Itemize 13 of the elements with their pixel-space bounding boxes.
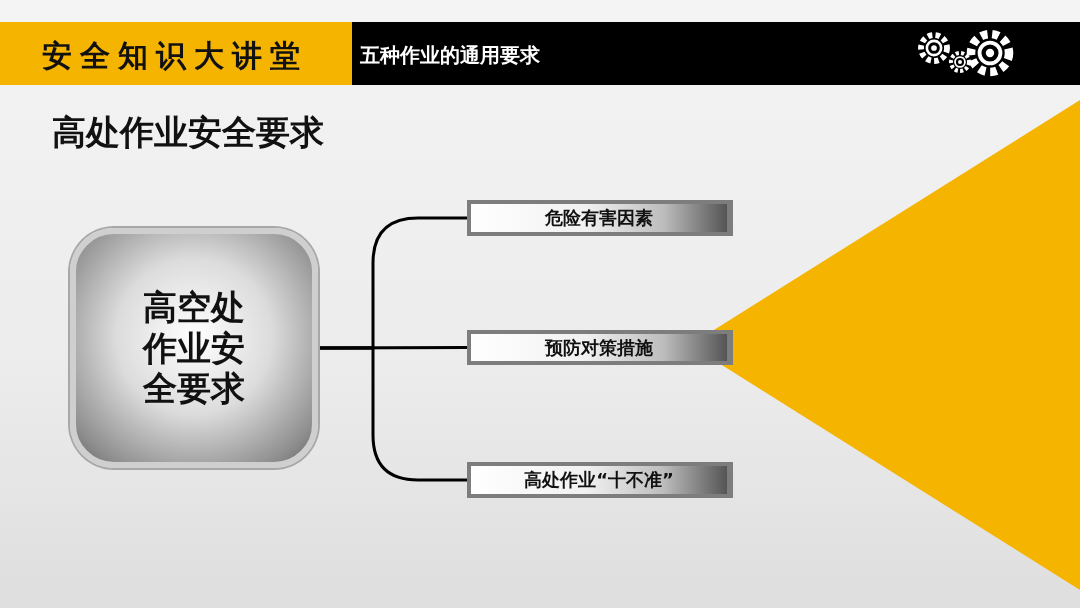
bracket-connector xyxy=(318,346,467,482)
section-title: 五种作业的通用要求 xyxy=(360,42,540,69)
node-text: 高处作业“十不准” xyxy=(524,468,674,492)
node-text: 预防对策措施 xyxy=(545,335,653,360)
node-text: 高空处作业安全要求 xyxy=(141,286,246,410)
item-bar xyxy=(467,462,733,498)
item-bar xyxy=(467,330,733,365)
item-bar xyxy=(467,200,733,236)
page-title: 高处作业安全要求 xyxy=(52,111,324,154)
topic-box xyxy=(70,228,318,468)
node-text: 危险有害因素 xyxy=(545,206,653,230)
bracket-connector xyxy=(318,346,467,350)
header-title: 安全知识大讲堂 xyxy=(42,37,308,75)
